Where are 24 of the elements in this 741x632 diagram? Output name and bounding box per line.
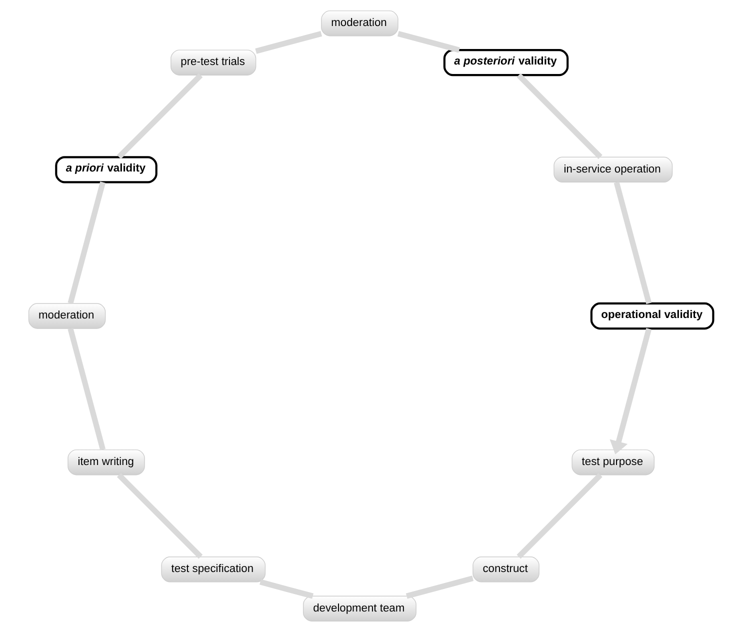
connector	[516, 473, 602, 559]
connector	[405, 576, 474, 599]
node-box: moderation	[28, 303, 106, 329]
node-box: in-service operation	[553, 156, 672, 183]
connector	[116, 473, 202, 559]
node-box: pre-test trials	[170, 50, 256, 76]
arrow	[609, 328, 652, 454]
connector	[396, 30, 460, 53]
node-box: a priori validity	[54, 156, 157, 184]
node-box: test purpose	[571, 449, 654, 476]
connector	[516, 73, 602, 159]
node-box: development team	[302, 596, 416, 622]
connector	[613, 182, 652, 304]
connector	[67, 328, 106, 450]
connector	[67, 182, 106, 304]
node-box: a posteriori validity	[442, 49, 568, 76]
node-box: item writing	[67, 449, 144, 476]
node-box: operational validity	[590, 302, 714, 330]
node-box: test specification	[160, 556, 266, 582]
connector	[116, 73, 202, 159]
connector	[259, 579, 314, 599]
connector	[254, 30, 322, 54]
node-box: construct	[472, 556, 539, 582]
node-box: moderation	[320, 10, 398, 36]
